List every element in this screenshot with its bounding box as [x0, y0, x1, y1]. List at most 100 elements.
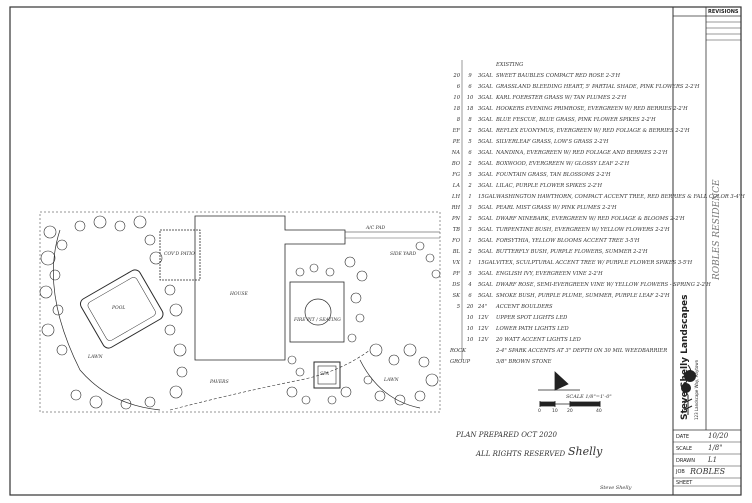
plant-size: 3GAL	[478, 73, 493, 79]
lawn-right-label: LAWN	[384, 378, 399, 383]
plant-name: ACCENT BOULDERS	[496, 304, 553, 310]
plant-size: 3GAL	[478, 95, 493, 101]
plant-symbol: 2	[468, 128, 472, 134]
tb-label-sheet: SHEET	[676, 480, 693, 486]
plant-qty: LH	[452, 194, 460, 200]
plant-name: EXISTING	[496, 62, 524, 68]
plant-name: REFLEX EUONYMUS, EVERGREEN W/ RED FOLIAG…	[496, 128, 690, 134]
plant-name: SMOKE BUSH, PURPLE PLUME, SUMMER, PURPLE…	[496, 293, 670, 299]
rights-note: ALL RIGHTS RESERVED	[476, 450, 566, 458]
plant-name: NANDINA, EVERGREEN W/ RED FOLIAGE AND BE…	[496, 150, 668, 156]
plant-size: 3GAL	[478, 117, 493, 123]
covered-patio-outline	[159, 229, 201, 281]
plant-symbol: 6	[468, 84, 472, 90]
house-outline	[194, 215, 346, 361]
house-label: HOUSE	[230, 292, 248, 297]
plant-symbol: 5	[468, 172, 472, 178]
plant-name: 20 WATT ACCENT LIGHTS LED	[496, 337, 581, 343]
plant-name: LILAC, PURPLE FLOWER SPIKES 2-2'H	[496, 183, 603, 189]
plant-name: BUTTERFLY BUSH, PURPLE FLOWERS, SUMMER 2…	[496, 249, 648, 255]
plant-qty: GROUP	[450, 359, 471, 365]
plant-symbol: 20	[466, 304, 474, 310]
tb-date: 10/20	[708, 432, 729, 440]
plant-name: GRASSLAND BLEEDING HEART, 5' PARTIAL SHA…	[496, 84, 700, 90]
plant-size: 5GAL	[478, 227, 493, 233]
plant-qty: BO	[451, 161, 460, 167]
plant-symbol: 5	[468, 139, 472, 145]
scale-tick-20: 20	[567, 409, 573, 414]
plant-name: FOUNTAIN GRASS, TAN BLOSSOMS 2-2'H	[496, 172, 611, 178]
plant-size: 24"	[478, 304, 487, 310]
pool-label: POOL	[112, 306, 126, 311]
scale-label: SCALE 1/8"=1'-0"	[566, 394, 612, 400]
plant-symbol: 9	[468, 73, 472, 79]
plant-symbol: 2	[468, 183, 472, 189]
signature: Shelly	[568, 445, 603, 458]
plant-symbol: 2	[468, 249, 472, 255]
plant-symbol: 10	[466, 337, 474, 343]
plant-qty: BL	[452, 249, 460, 255]
plant-list-row: 10 12V 20 WATT ACCENT LIGHTS LED	[450, 335, 680, 346]
tb-label-scale: SCALE	[676, 446, 693, 452]
title-block-border	[672, 6, 742, 496]
plant-size: 5GAL	[478, 282, 493, 288]
plant-name: VITEX, SCULPTURAL ACCENT TREE W/ PURPLE …	[496, 260, 693, 266]
plant-size: 12V	[478, 315, 489, 321]
plant-size: 3GAL	[478, 84, 493, 90]
plant-symbol: 10	[466, 326, 474, 332]
plant-name: PEARL MIST GRASS W/ PINK PLUMES 2-2'H	[496, 205, 617, 211]
plant-list-row: 10 12V LOWER PATH LIGHTS LED	[450, 324, 680, 335]
tb-drawn: L1	[708, 456, 718, 464]
plant-qty: EF	[452, 128, 460, 134]
plant-name: 3/8" BROWN STONE	[496, 359, 552, 365]
plant-symbol: 4	[468, 282, 472, 288]
spa-outline	[313, 361, 341, 389]
plant-qty: 6	[456, 84, 460, 90]
ac-pad-label: A/C PAD	[366, 226, 386, 231]
plant-symbol: 3	[468, 227, 472, 233]
tb-label-job: JOB	[676, 469, 685, 475]
plant-size: 3GAL	[478, 106, 493, 112]
plant-symbol: 1	[468, 194, 472, 200]
company-name: Steve Shelly Landscapes	[680, 294, 690, 420]
plant-qty: 8	[456, 117, 460, 123]
plant-size: 5GAL	[478, 161, 493, 167]
plant-qty: DS	[452, 282, 460, 288]
drawn-by-note: Steve Shelly	[600, 485, 632, 491]
plant-size: 5GAL	[478, 205, 493, 211]
plant-symbol: 10	[466, 315, 474, 321]
plant-size: 12V	[478, 337, 489, 343]
plant-size: 5GAL	[478, 128, 493, 134]
plant-list-row: 10 12V UPPER SPOT LIGHTS LED	[450, 313, 680, 324]
scale-tick-40: 40	[596, 409, 602, 414]
plant-name: SWEET BAUBLES COMPACT RED ROSE 2-3'H	[496, 73, 621, 79]
plant-qty: PF	[452, 271, 460, 277]
plant-qty: PN	[451, 216, 460, 222]
plant-name: LOWER PATH LIGHTS LED	[496, 326, 569, 332]
plant-size: 12V	[478, 326, 489, 332]
plant-symbol: 6	[468, 150, 472, 156]
plant-list-row: EXISTING	[450, 60, 680, 71]
plant-size: 3GAL	[478, 271, 493, 277]
tb-label-date: DATE	[676, 434, 690, 440]
plant-symbol: 18	[466, 106, 474, 112]
plant-name: UPPER SPOT LIGHTS LED	[496, 315, 568, 321]
tb-label-drawn: DRAWN	[676, 458, 695, 464]
company-logo	[681, 364, 696, 415]
plant-size: 3GAL	[478, 183, 493, 189]
plant-qty: ROCK	[450, 348, 467, 354]
